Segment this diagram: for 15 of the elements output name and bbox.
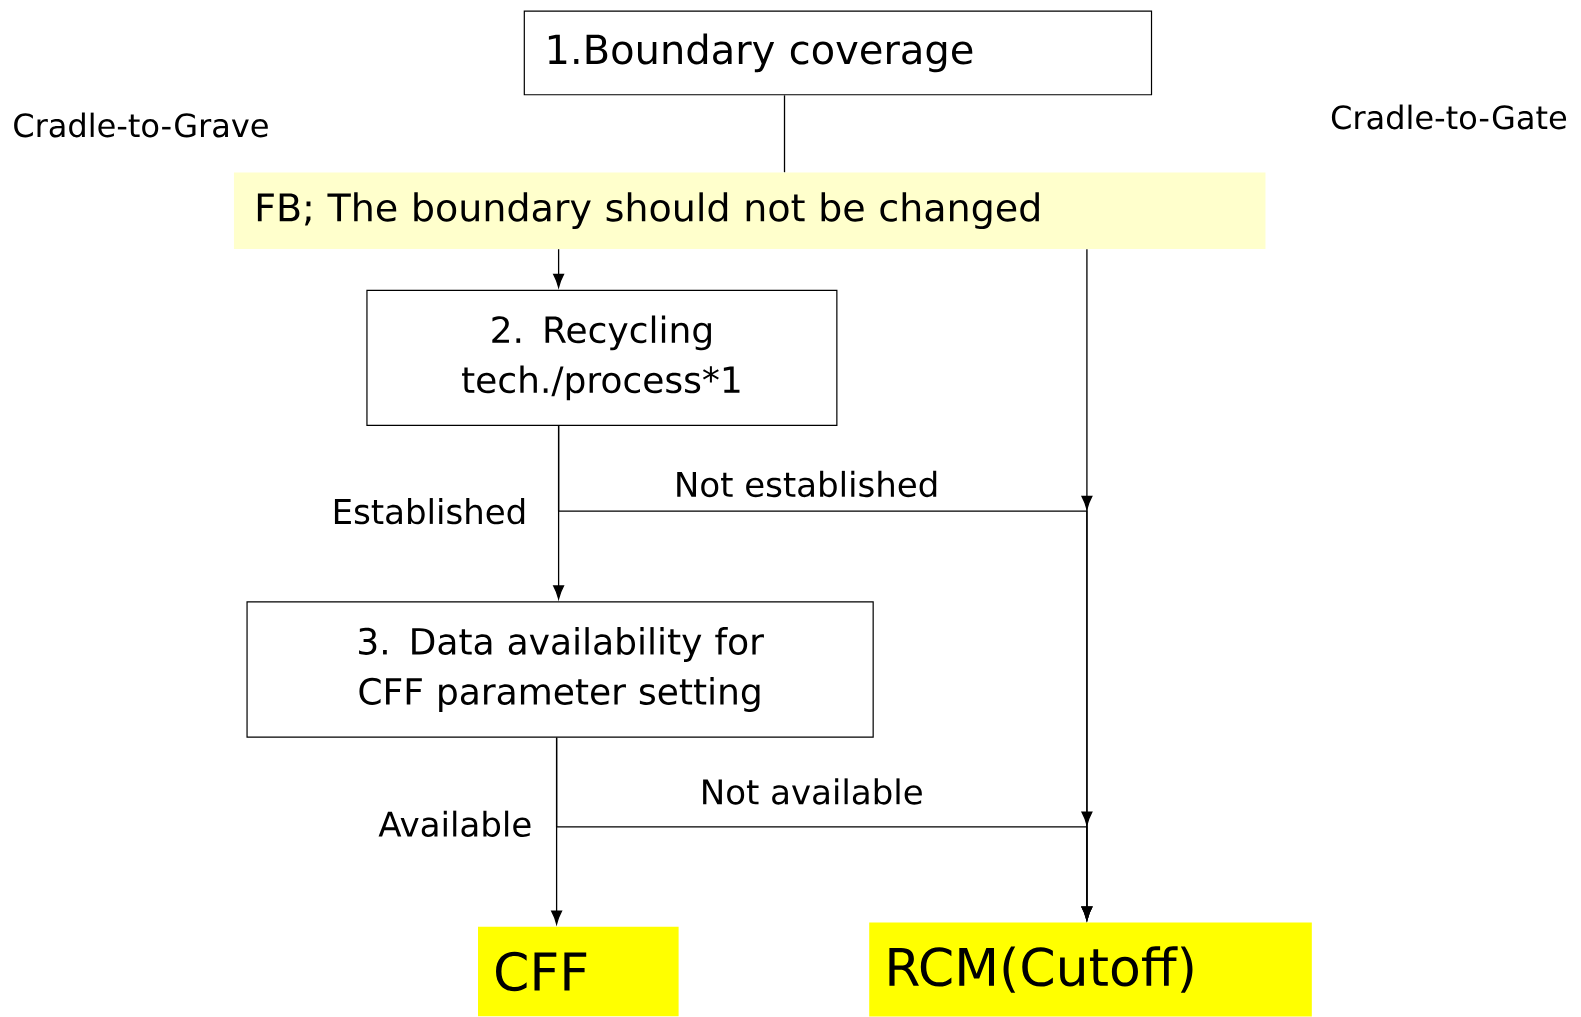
process-box: 2. Recycling tech./process*1 (366, 289, 838, 427)
arrow (555, 737, 1093, 921)
note-band: FB; The boundary should not be changed (233, 172, 1266, 249)
boundary-label: Cradle-to-Gate (1331, 104, 1567, 130)
edge-label: Established (329, 496, 530, 527)
result-box: RCM(Cutoff) (869, 922, 1312, 1017)
boundary-label: Cradle-to-Grave (14, 112, 268, 138)
process-box: 1.Boundary coverage (523, 10, 1153, 96)
edge-label: Not available (697, 776, 926, 807)
connector-line (783, 94, 786, 173)
edge-label: Available (376, 808, 535, 839)
arrow (553, 248, 565, 288)
process-box: 3. Data availability for CFF parameter setting (246, 601, 874, 738)
result-box: CFF (478, 926, 679, 1017)
edge-label: Not established (671, 468, 942, 500)
